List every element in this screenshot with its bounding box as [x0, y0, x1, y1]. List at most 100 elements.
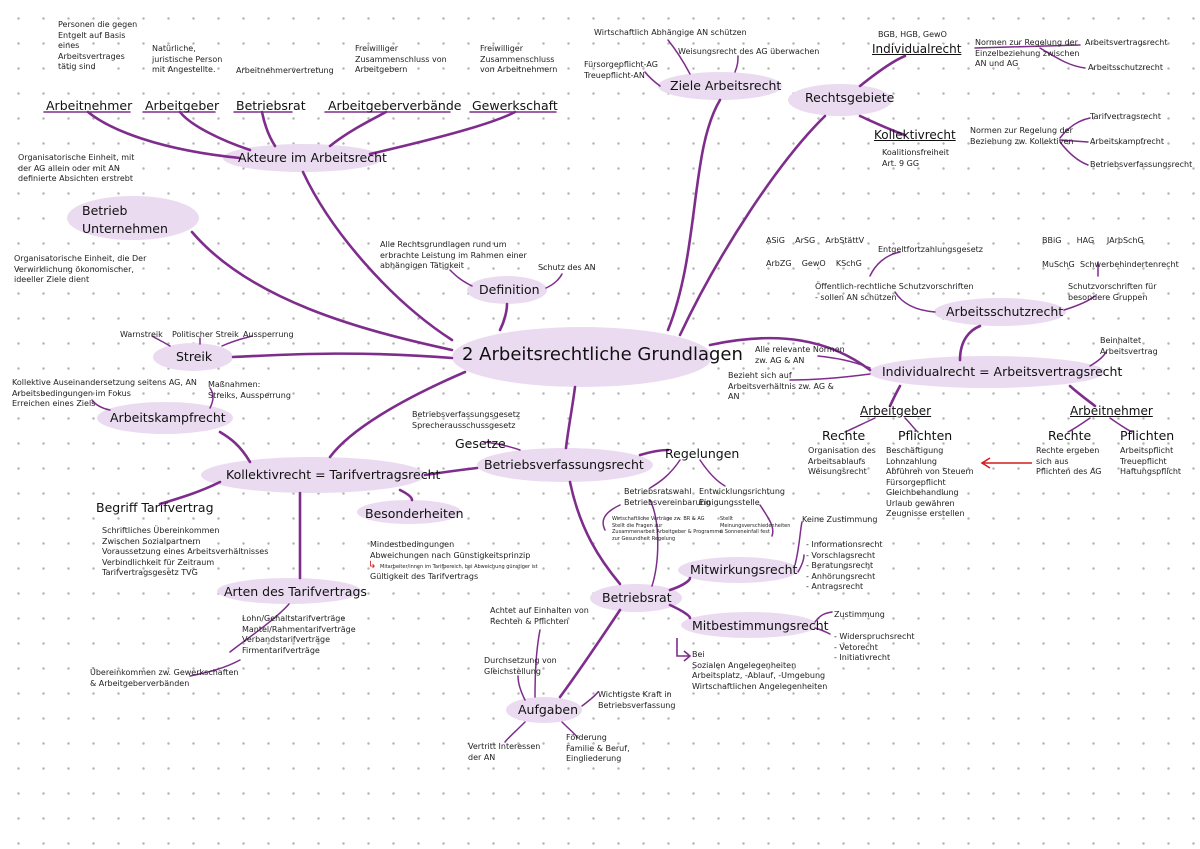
link-mb-list [814, 627, 831, 635]
arten-bubble [217, 578, 361, 604]
link-center-kollektiv [328, 370, 467, 459]
link-center-definition [498, 302, 509, 332]
bvr-gesetze: Gesetze [455, 436, 506, 451]
bvr-reg-left: Betriebsratswahl Betriebsvereinbarung [624, 487, 711, 507]
arten-title: Arten des Tarifvertrags [224, 584, 367, 599]
definition-title: Definition [479, 282, 540, 297]
bvr-regelungen: Regelungen [665, 446, 740, 461]
link-ivr-ag [888, 384, 902, 408]
besonder-arrow-icon: ↳ [368, 560, 377, 571]
link-bvr-regelungen [638, 448, 670, 457]
arbeitsschutz-title: Arbeitsschutzrecht [946, 304, 1064, 319]
link-br-mw [668, 576, 692, 592]
ivr-title: Individualrecht = Arbeitsvertragsrecht [882, 364, 1123, 379]
link-ziele-2 [734, 55, 739, 73]
rg-tarifvertragsrecht: Tarifvertragsrecht [1090, 112, 1161, 121]
ivr-arbeitgeber: Arbeitgeber [860, 404, 932, 418]
link-mw-keine [794, 521, 803, 566]
link-br-mb [668, 603, 692, 620]
definition-schutz: Schutz des AN [538, 263, 596, 272]
ziele-item-3: Fürsorgepflicht-AG Treuepflicht-AN [584, 60, 658, 80]
link-kol-bv [1059, 141, 1089, 166]
link-kol-besonder [398, 488, 414, 502]
mitwirkung-title: Mitwirkungsrecht [690, 562, 798, 577]
individualrecht-note: Normen zur Regelung der Einzelbeziehung … [975, 38, 1080, 68]
besonder-title: Besonderheiten [365, 506, 464, 521]
mitbest-bubble [681, 612, 817, 638]
streik-aussperrung: Aussperrung [243, 330, 294, 339]
link-streik-a [221, 335, 253, 347]
betriebsrat-bubble [590, 584, 682, 612]
link-kol-begriff [158, 480, 222, 506]
link-ivr-note1 [817, 355, 871, 369]
streik-bubble [153, 343, 233, 371]
betriebsrat-title: Betriebsrat [602, 590, 672, 605]
link-ag-rechte [844, 417, 876, 433]
ivr-note-2: Bezieht sich auf Arbeitsverhältnis zw. A… [728, 371, 834, 401]
aufgaben-bubble [506, 697, 582, 723]
verbaende-label: Arbeitgeberverbände [328, 98, 462, 113]
besonder-note-1: Mindestbedingungen Abweichungen nach Gün… [370, 540, 531, 560]
besonder-bubble [357, 500, 461, 524]
link-auf-1 [534, 629, 541, 698]
bvr-gesetze-note: Betriebsverfassungsgesetz Sprecheraussch… [412, 410, 521, 430]
ziele-bubble [658, 72, 782, 100]
link-public-laws [869, 251, 901, 277]
betrieb-note-bottom: Organisatorische Einheit, die Der Verwir… [14, 254, 147, 284]
arbeitnehmer-label: Arbeitnehmer [46, 98, 133, 113]
aufgabe-5: Förderung Familie & Beruf, Eingliederung [566, 733, 630, 763]
as-laws-a: ASiG ArSG ArbStättV [766, 236, 865, 245]
link-kol-ak [1059, 139, 1089, 143]
link-center-ivr [708, 336, 872, 372]
link-bvr-betriebsrat [568, 480, 622, 586]
an-pflichten-label: Pflichten [1120, 428, 1175, 443]
link-auf-4 [504, 721, 526, 743]
link-ag-pflichten [904, 417, 919, 433]
gewerkschaft-label: Gewerkschaft [472, 98, 558, 113]
gewerkschaft-note: Freiwilliger Zusammenschluss von Arbeitn… [480, 44, 558, 74]
ivr-arbeitnehmer: Arbeitnehmer [1070, 404, 1153, 418]
mitwirkung-bubble [678, 557, 798, 583]
arbeitskampf-massnahmen: Maßnahmen: Streiks, Aussperrung [208, 380, 291, 400]
kollektivrecht-desc: Normen zur Regelung der Beziehung zw. Ko… [970, 126, 1074, 146]
link-auf-3 [581, 691, 599, 707]
verbaende-note: Freiwilliger Zusammenschluss von Arbeitg… [355, 44, 447, 74]
rechtsgebiete-title: Rechtsgebiete [805, 90, 895, 105]
center-bubble [452, 327, 712, 387]
as-gruppen: Schutzvorschriften für besondere Gruppen [1068, 282, 1157, 302]
mitbest-list: - Widerspruchsrecht - Vetorecht - Initia… [834, 632, 915, 662]
streik-warnstreik: Warnstreik [120, 330, 163, 339]
betrieb-title: Betrieb Unternehmen [82, 203, 168, 236]
link-ak-mass [209, 387, 214, 409]
ziele-item-1: Wirtschaftlich Abhängige AN schützen [594, 28, 747, 37]
link-bvr-gesetze [483, 441, 521, 451]
link-ivr-note2 [789, 373, 871, 381]
arbeitgeber-label: Arbeitgeber [145, 98, 220, 113]
mitwirkung-list: - Informationsrecht - Vorschlagsrecht - … [806, 540, 883, 591]
besonder-note-2: Gültigkeit des Tarifvertrags [370, 572, 479, 581]
aufgabe-3: Wichtigste Kraft in Betriebsverfassung [598, 690, 676, 710]
arbeitgeber-note: Natürliche, juristische Person mit Anges… [152, 44, 223, 74]
aufgabe-1: Achtet auf Einhalten von Rechten & Pflic… [490, 606, 589, 626]
arten-uebereinkommen: Übereinkommen zw. Gewerkschaften & Arbei… [90, 668, 239, 688]
an-rechte-list: Rechte ergeben sich aus Pflichten des AG [1036, 446, 1102, 476]
ivr-bubble [869, 356, 1105, 388]
betriebsrat-akteur-note: Arbeitnehmervertretung [236, 66, 334, 75]
link-ind-as [1039, 47, 1086, 69]
link-kol-tv [1059, 117, 1091, 139]
ag-rechte-label: Rechte [822, 428, 866, 443]
aufgaben-title: Aufgaben [518, 702, 579, 717]
link-mw-list [797, 554, 805, 573]
link-ivr-an [1068, 384, 1097, 408]
link-an-pflichten [1109, 417, 1133, 433]
link-an-rechte [1067, 417, 1091, 433]
rechtsgebiete-bubble [788, 84, 892, 116]
link-akteure-br [260, 110, 277, 148]
link-br-mw-long [649, 499, 659, 587]
as-public: Öffentlich-rechtliche Schutzvorschriften… [815, 282, 974, 302]
link-ziele-3 [644, 71, 661, 87]
bvr-tiny-left: Wirtschaftliche Verträge zw. BR & AG Ste… [612, 516, 723, 542]
begriff-title: Begriff Tarifvertrag [96, 500, 214, 515]
